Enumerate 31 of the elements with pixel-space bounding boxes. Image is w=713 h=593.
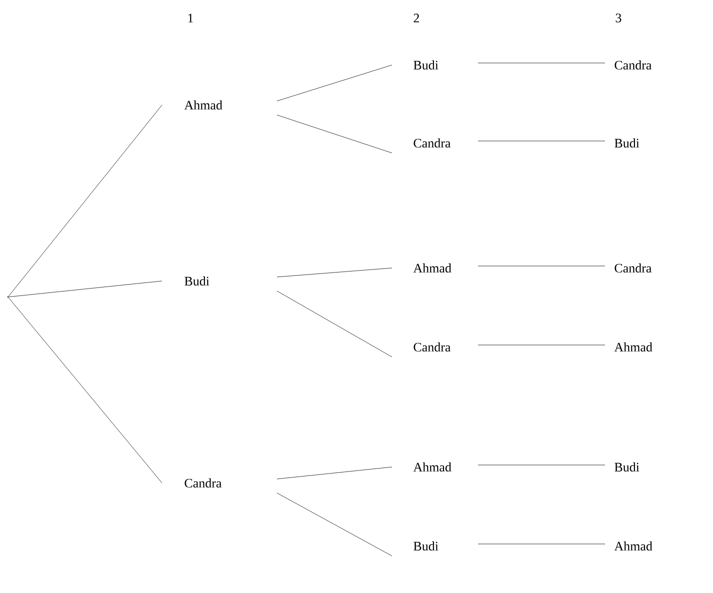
tree-label: Budi — [614, 462, 640, 472]
tree-label: Candra — [184, 478, 222, 488]
tree-branch — [8, 280, 162, 298]
column-number: 1 — [188, 14, 193, 22]
tree-branch — [478, 140, 606, 142]
tree-label: Candra — [614, 60, 652, 70]
tree-label: Ahmad — [184, 100, 222, 110]
column-number: 2 — [414, 14, 419, 22]
tree-branch — [276, 290, 392, 358]
tree-branch — [276, 114, 392, 154]
tree-label: Budi — [184, 276, 210, 286]
tree-label: Ahmad — [614, 541, 652, 551]
tree-label: Budi — [614, 138, 640, 148]
tree-branch — [276, 466, 392, 480]
tree-label: Candra — [414, 138, 451, 148]
tree-label: Ahmad — [614, 342, 652, 352]
tree-branch — [478, 344, 606, 346]
tree-label: Ahmad — [413, 263, 452, 273]
tree-label: Budi — [414, 541, 438, 551]
tree-branch — [478, 62, 606, 64]
tree-label: Candra — [414, 342, 451, 352]
tree-branch — [276, 64, 392, 102]
tree-branch — [8, 297, 162, 484]
tree-label: Ahmad — [413, 462, 452, 472]
tree-label: Budi — [414, 60, 438, 70]
column-number: 3 — [616, 14, 622, 22]
tree-branch — [478, 464, 606, 466]
tree-branch — [8, 104, 162, 297]
tree-branch — [276, 492, 392, 556]
tree-branch — [276, 268, 392, 278]
tree-label: Candra — [614, 263, 652, 273]
